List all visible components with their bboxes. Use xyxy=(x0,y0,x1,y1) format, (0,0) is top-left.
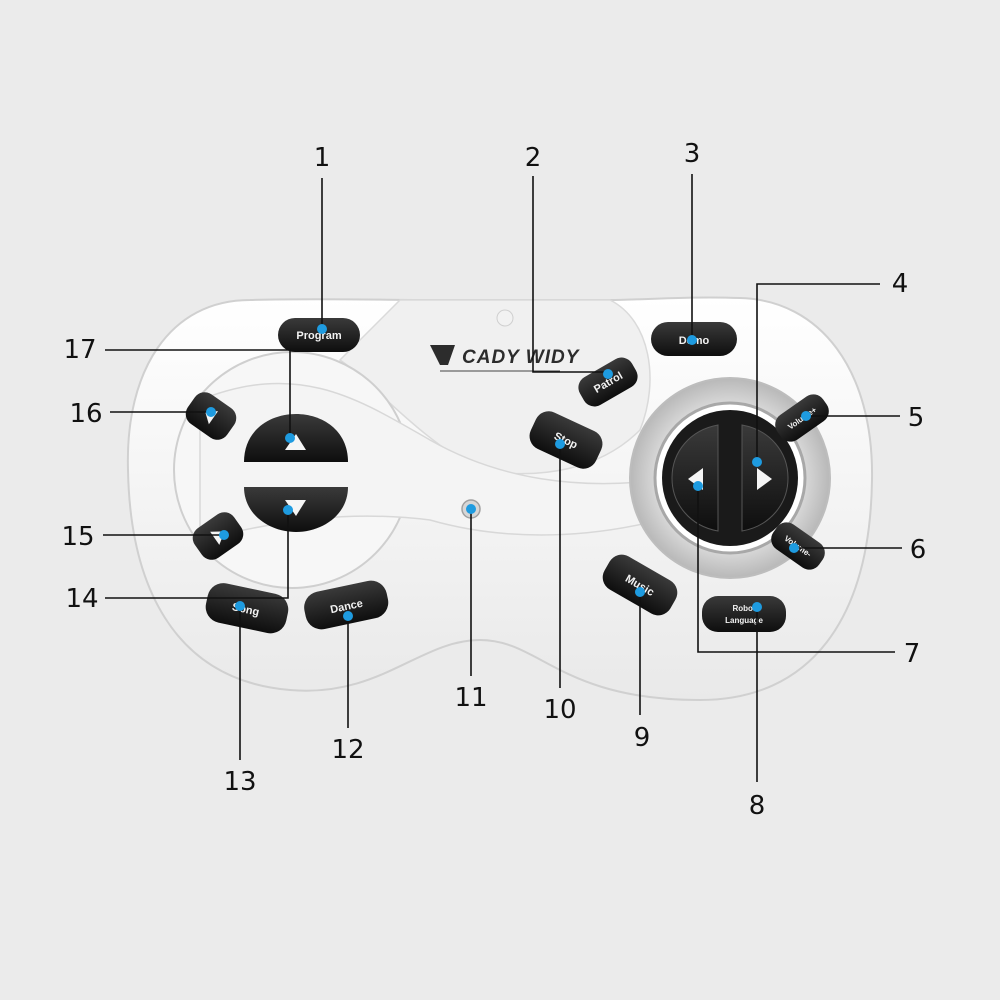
robot-language-label-1: Robot xyxy=(732,604,755,613)
patrol-button[interactable]: Patrol xyxy=(574,353,642,411)
marker-15 xyxy=(219,530,229,540)
callout-9: 9 xyxy=(634,723,651,753)
marker-4 xyxy=(752,457,762,467)
marker-11 xyxy=(466,504,476,514)
marker-5 xyxy=(801,411,811,421)
marker-13 xyxy=(235,601,245,611)
forward-button[interactable] xyxy=(244,414,348,462)
leader-7 xyxy=(697,486,895,653)
robot-language-button[interactable]: Robot Language xyxy=(702,596,786,632)
callout-1: 1 xyxy=(314,143,331,173)
program-label: Program xyxy=(296,330,341,342)
marker-1 xyxy=(317,324,327,334)
callout-numbers: 1 2 3 4 5 6 7 8 9 10 11 12 13 14 15 16 1… xyxy=(61,139,926,821)
callout-13: 13 xyxy=(223,767,256,797)
callout-5: 5 xyxy=(908,403,925,433)
callout-3: 3 xyxy=(684,139,701,169)
callout-15: 15 xyxy=(61,522,94,552)
callout-16: 16 xyxy=(69,399,102,429)
marker-16 xyxy=(206,407,216,417)
callout-10: 10 xyxy=(543,695,576,725)
callout-2: 2 xyxy=(525,143,542,173)
marker-6 xyxy=(789,543,799,553)
dance-button[interactable]: Dance xyxy=(301,578,391,633)
marker-14 xyxy=(283,505,293,515)
leader-17 xyxy=(105,349,291,438)
callout-8: 8 xyxy=(749,791,766,821)
marker-9 xyxy=(635,587,645,597)
marker-10 xyxy=(555,439,565,449)
marker-12 xyxy=(343,611,353,621)
marker-7 xyxy=(693,481,703,491)
markers xyxy=(206,324,811,621)
callout-4: 4 xyxy=(892,269,909,299)
robot-language-label-2: Language xyxy=(725,616,763,625)
triangle-down-icon xyxy=(285,500,306,516)
callout-11: 11 xyxy=(454,683,487,713)
triangle-right-icon xyxy=(757,468,772,490)
callout-7: 7 xyxy=(904,639,921,669)
leader-14 xyxy=(105,510,289,599)
brand-logo: CADY WIDY xyxy=(430,345,581,372)
leader-2 xyxy=(532,176,608,373)
callout-14: 14 xyxy=(65,584,98,614)
marker-3 xyxy=(687,335,697,345)
leader-4 xyxy=(756,283,880,462)
callout-12: 12 xyxy=(331,735,364,765)
marker-17 xyxy=(285,433,295,443)
marker-8 xyxy=(752,602,762,612)
callout-17: 17 xyxy=(63,335,96,365)
rotate-right-button[interactable] xyxy=(741,424,789,532)
brand-text: CADY WIDY xyxy=(462,347,581,368)
program-button[interactable]: Program xyxy=(278,318,360,352)
callout-6: 6 xyxy=(910,535,927,565)
marker-2 xyxy=(603,369,613,379)
backward-button[interactable] xyxy=(244,487,348,532)
leader-lines xyxy=(103,174,902,782)
song-button[interactable]: Song xyxy=(203,580,292,636)
triangle-up-icon xyxy=(285,434,306,450)
